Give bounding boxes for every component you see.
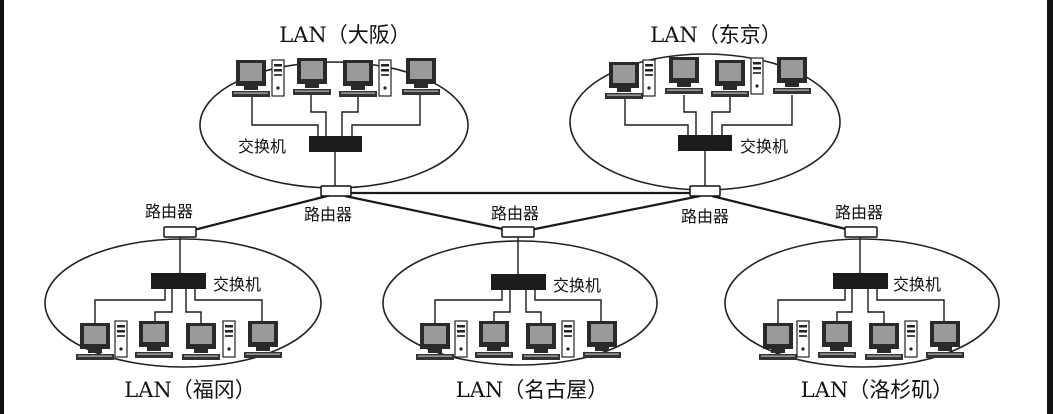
wire: [351, 95, 421, 136]
computer-icon: [665, 57, 703, 94]
lan-osaka-title: LAN（大阪）: [279, 23, 411, 47]
lan-fukuoka: 交换机 LAN（福冈）: [44, 237, 322, 402]
wire: [534, 290, 602, 321]
wire: [94, 289, 166, 323]
right-frame-border: [1047, 0, 1053, 414]
computer-icon: [711, 60, 749, 97]
switch-label: 交换机: [553, 276, 601, 295]
pc-tower-icon: [454, 320, 468, 358]
wire: [434, 290, 503, 323]
wire: [777, 289, 846, 323]
computer-icon: [773, 57, 811, 94]
router-icon-tokyo: [689, 185, 721, 197]
wire: [310, 95, 327, 136]
computer-icon: [135, 321, 173, 358]
router-label-la: 路由器: [835, 203, 883, 222]
link-tokyo-la: [711, 194, 859, 234]
router-icon-nagoya: [501, 226, 535, 238]
lan-fukuoka-boundary: [44, 238, 322, 368]
left-frame-border: [0, 0, 4, 414]
switch-label: 交换机: [238, 137, 286, 156]
routers: 路由器 路由器 路由器 路由器 路由器: [145, 185, 883, 238]
link-fukuoka-osaka: [185, 192, 336, 234]
pc-tower-icon: [378, 59, 392, 97]
computer-icon: [818, 321, 856, 358]
switch-label: 交换机: [213, 275, 261, 294]
lan-la: 交换机 LAN（洛杉矶）: [724, 237, 1000, 402]
wire: [185, 289, 202, 323]
lan-la-title: LAN（洛杉矶）: [801, 378, 954, 402]
computer-icon: [522, 323, 560, 360]
pc-tower-icon: [271, 59, 285, 97]
lan-nagoya-title: LAN（名古屋）: [456, 378, 609, 402]
wire: [251, 95, 319, 136]
wire: [721, 95, 793, 135]
pc-tower-icon: [222, 320, 236, 358]
wire: [711, 97, 731, 135]
computer-icon: [402, 58, 440, 95]
backbone-links: [185, 191, 859, 234]
switch-icon: [833, 273, 888, 289]
computer-icon: [605, 62, 643, 99]
link-osaka-nagoya: [344, 194, 513, 233]
lan-osaka: LAN（大阪） 交换机: [199, 23, 469, 189]
wire: [836, 289, 853, 321]
wire: [876, 289, 945, 321]
computer-icon: [76, 323, 114, 360]
computer-icon: [416, 323, 454, 360]
link-nagoya-tokyo: [524, 194, 701, 233]
switch-icon: [491, 274, 546, 290]
lan-nagoya: 交换机 LAN（名古屋）: [382, 237, 658, 402]
computer-icon: [583, 321, 621, 358]
pc-tower-icon: [750, 57, 764, 95]
router-icon-osaka: [320, 185, 352, 197]
pc-tower-icon: [642, 59, 656, 97]
switch-label: 交换机: [893, 275, 941, 294]
router-label-fukuoka: 路由器: [145, 202, 193, 221]
lan-tokyo-title: LAN（东京）: [650, 23, 782, 47]
router-label-osaka: 路由器: [304, 205, 352, 224]
computer-icon: [182, 323, 220, 360]
wire: [624, 97, 689, 135]
computer-icon: [865, 323, 903, 360]
switch-label: 交换机: [740, 137, 788, 156]
computer-icon: [759, 323, 797, 360]
pc-tower-icon: [561, 320, 575, 358]
wire: [341, 95, 359, 136]
computer-icon: [339, 60, 377, 97]
lan-fukuoka-title: LAN（福冈）: [124, 378, 256, 402]
wire: [683, 95, 697, 135]
pc-tower-icon: [904, 320, 918, 358]
router-label-tokyo: 路由器: [681, 207, 729, 226]
router-icon-fukuoka: [163, 226, 197, 238]
computer-icon: [926, 321, 964, 358]
wire: [525, 290, 542, 323]
lan-la-boundary: [724, 238, 1000, 368]
lan-tokyo: LAN（东京） 交换机: [569, 23, 841, 191]
computer-icon: [244, 321, 282, 358]
router-label-nagoya: 路由器: [491, 204, 539, 223]
switch-icon: [309, 136, 362, 152]
lan-nagoya-boundary: [382, 240, 658, 366]
pc-tower-icon: [796, 320, 810, 358]
switch-icon: [151, 273, 206, 289]
switch-icon: [678, 135, 732, 151]
wire: [154, 289, 173, 321]
computer-icon: [293, 58, 331, 95]
wire: [194, 289, 263, 321]
wire: [867, 289, 885, 323]
wire: [493, 290, 511, 321]
computer-icon: [232, 60, 270, 97]
computer-icon: [475, 321, 513, 358]
pc-tower-icon: [114, 320, 128, 358]
router-icon-la: [844, 226, 878, 238]
